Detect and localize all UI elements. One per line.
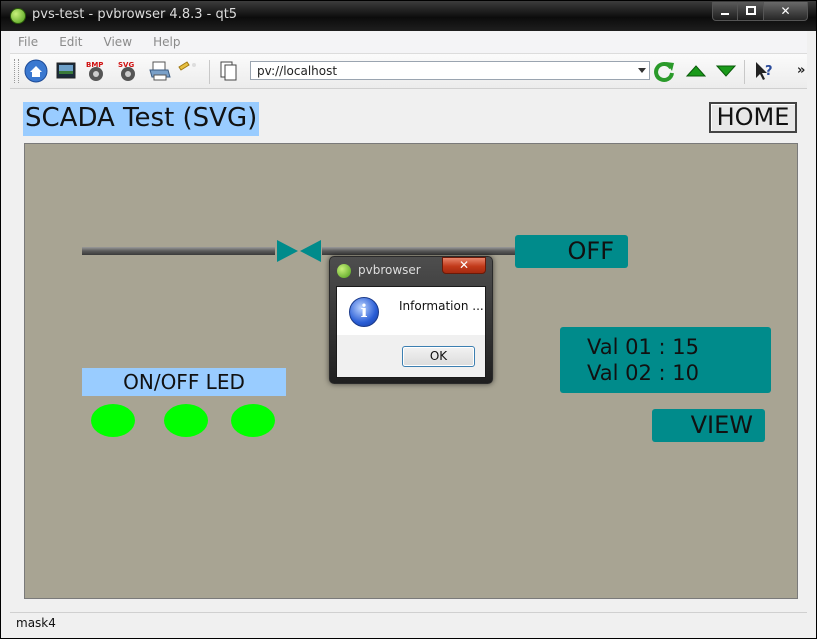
minimize-icon: [721, 13, 729, 15]
maximize-icon: [745, 6, 756, 15]
minimize-button[interactable]: [712, 2, 738, 21]
view-button[interactable]: VIEW: [652, 409, 765, 442]
dialog-message-area: i Information ...: [337, 287, 485, 335]
arrow-down-icon[interactable]: [714, 59, 738, 83]
menu-view[interactable]: View: [103, 35, 133, 49]
page-title: SCADA Test (SVG): [23, 102, 260, 136]
window-title: pvs-test - pvbrowser 4.8.3 - qt5: [32, 7, 238, 22]
maximize-button[interactable]: [738, 2, 764, 21]
val01-text: Val 01 : 15: [587, 335, 699, 359]
valve-right-triangle[interactable]: [300, 240, 321, 262]
dialog-close-button[interactable]: ✕: [442, 257, 486, 274]
toolbar: BMP SVG pv://localhost: [10, 54, 807, 89]
save-svg-icon[interactable]: SVG: [116, 59, 140, 83]
svg-text:?: ?: [765, 64, 773, 79]
led-2[interactable]: [164, 404, 208, 437]
dialog-body: i Information ... OK: [336, 286, 486, 378]
svg-text:BMP: BMP: [86, 61, 103, 69]
toolbar-grip[interactable]: [14, 59, 19, 83]
led-1[interactable]: [91, 404, 135, 437]
dialog-message: Information ...: [399, 299, 484, 313]
status-text: mask4: [16, 616, 56, 630]
screenshot-icon[interactable]: [54, 59, 78, 83]
led-3[interactable]: [231, 404, 275, 437]
scada-drawing: [82, 240, 516, 262]
menu-edit[interactable]: Edit: [59, 35, 83, 49]
url-combobox[interactable]: pv://localhost: [250, 61, 650, 80]
url-input[interactable]: pv://localhost: [257, 64, 338, 78]
home-button[interactable]: HOME: [709, 102, 797, 133]
status-bar: mask4: [10, 612, 807, 635]
information-icon: i: [349, 297, 379, 327]
val02-text: Val 02 : 10: [587, 361, 699, 385]
off-status-box[interactable]: OFF: [515, 235, 628, 268]
pipe-right: [322, 247, 516, 255]
home-icon[interactable]: [24, 59, 48, 83]
ok-button[interactable]: OK: [402, 346, 475, 367]
edit-icon[interactable]: [176, 59, 200, 83]
valve-left-triangle[interactable]: [277, 240, 298, 262]
pipe-left: [82, 247, 275, 255]
whats-this-help-icon[interactable]: ?: [752, 59, 776, 83]
values-panel: Val 01 : 15 Val 02 : 10: [560, 327, 771, 393]
menu-help[interactable]: Help: [153, 35, 181, 49]
reload-icon[interactable]: [652, 59, 676, 83]
svg-text:SVG: SVG: [118, 61, 134, 69]
window-controls: ✕: [712, 2, 808, 22]
dialog-title: pvbrowser: [358, 263, 421, 277]
toolbar-overflow-button[interactable]: »: [797, 63, 806, 78]
toolbar-separator: [209, 60, 210, 84]
print-icon[interactable]: [148, 59, 172, 83]
chevron-down-icon[interactable]: [638, 68, 646, 73]
arrow-up-icon[interactable]: [684, 59, 708, 83]
close-button[interactable]: ✕: [764, 2, 808, 21]
menu-file[interactable]: File: [18, 35, 39, 49]
toolbar-separator: [744, 60, 745, 84]
led-label: ON/OFF LED: [82, 368, 286, 396]
copy-icon[interactable]: [216, 59, 240, 83]
pvbrowser-app-icon: [10, 8, 26, 24]
save-bmp-icon[interactable]: BMP: [84, 59, 108, 83]
information-dialog: pvbrowser ✕ i Information ... OK: [329, 256, 493, 384]
menu-bar: File Edit View Help: [10, 31, 807, 54]
title-bar[interactable]: pvs-test - pvbrowser 4.8.3 - qt5 ✕: [1, 1, 816, 31]
close-icon: ✕: [780, 4, 791, 18]
pvbrowser-app-icon: [337, 264, 351, 278]
